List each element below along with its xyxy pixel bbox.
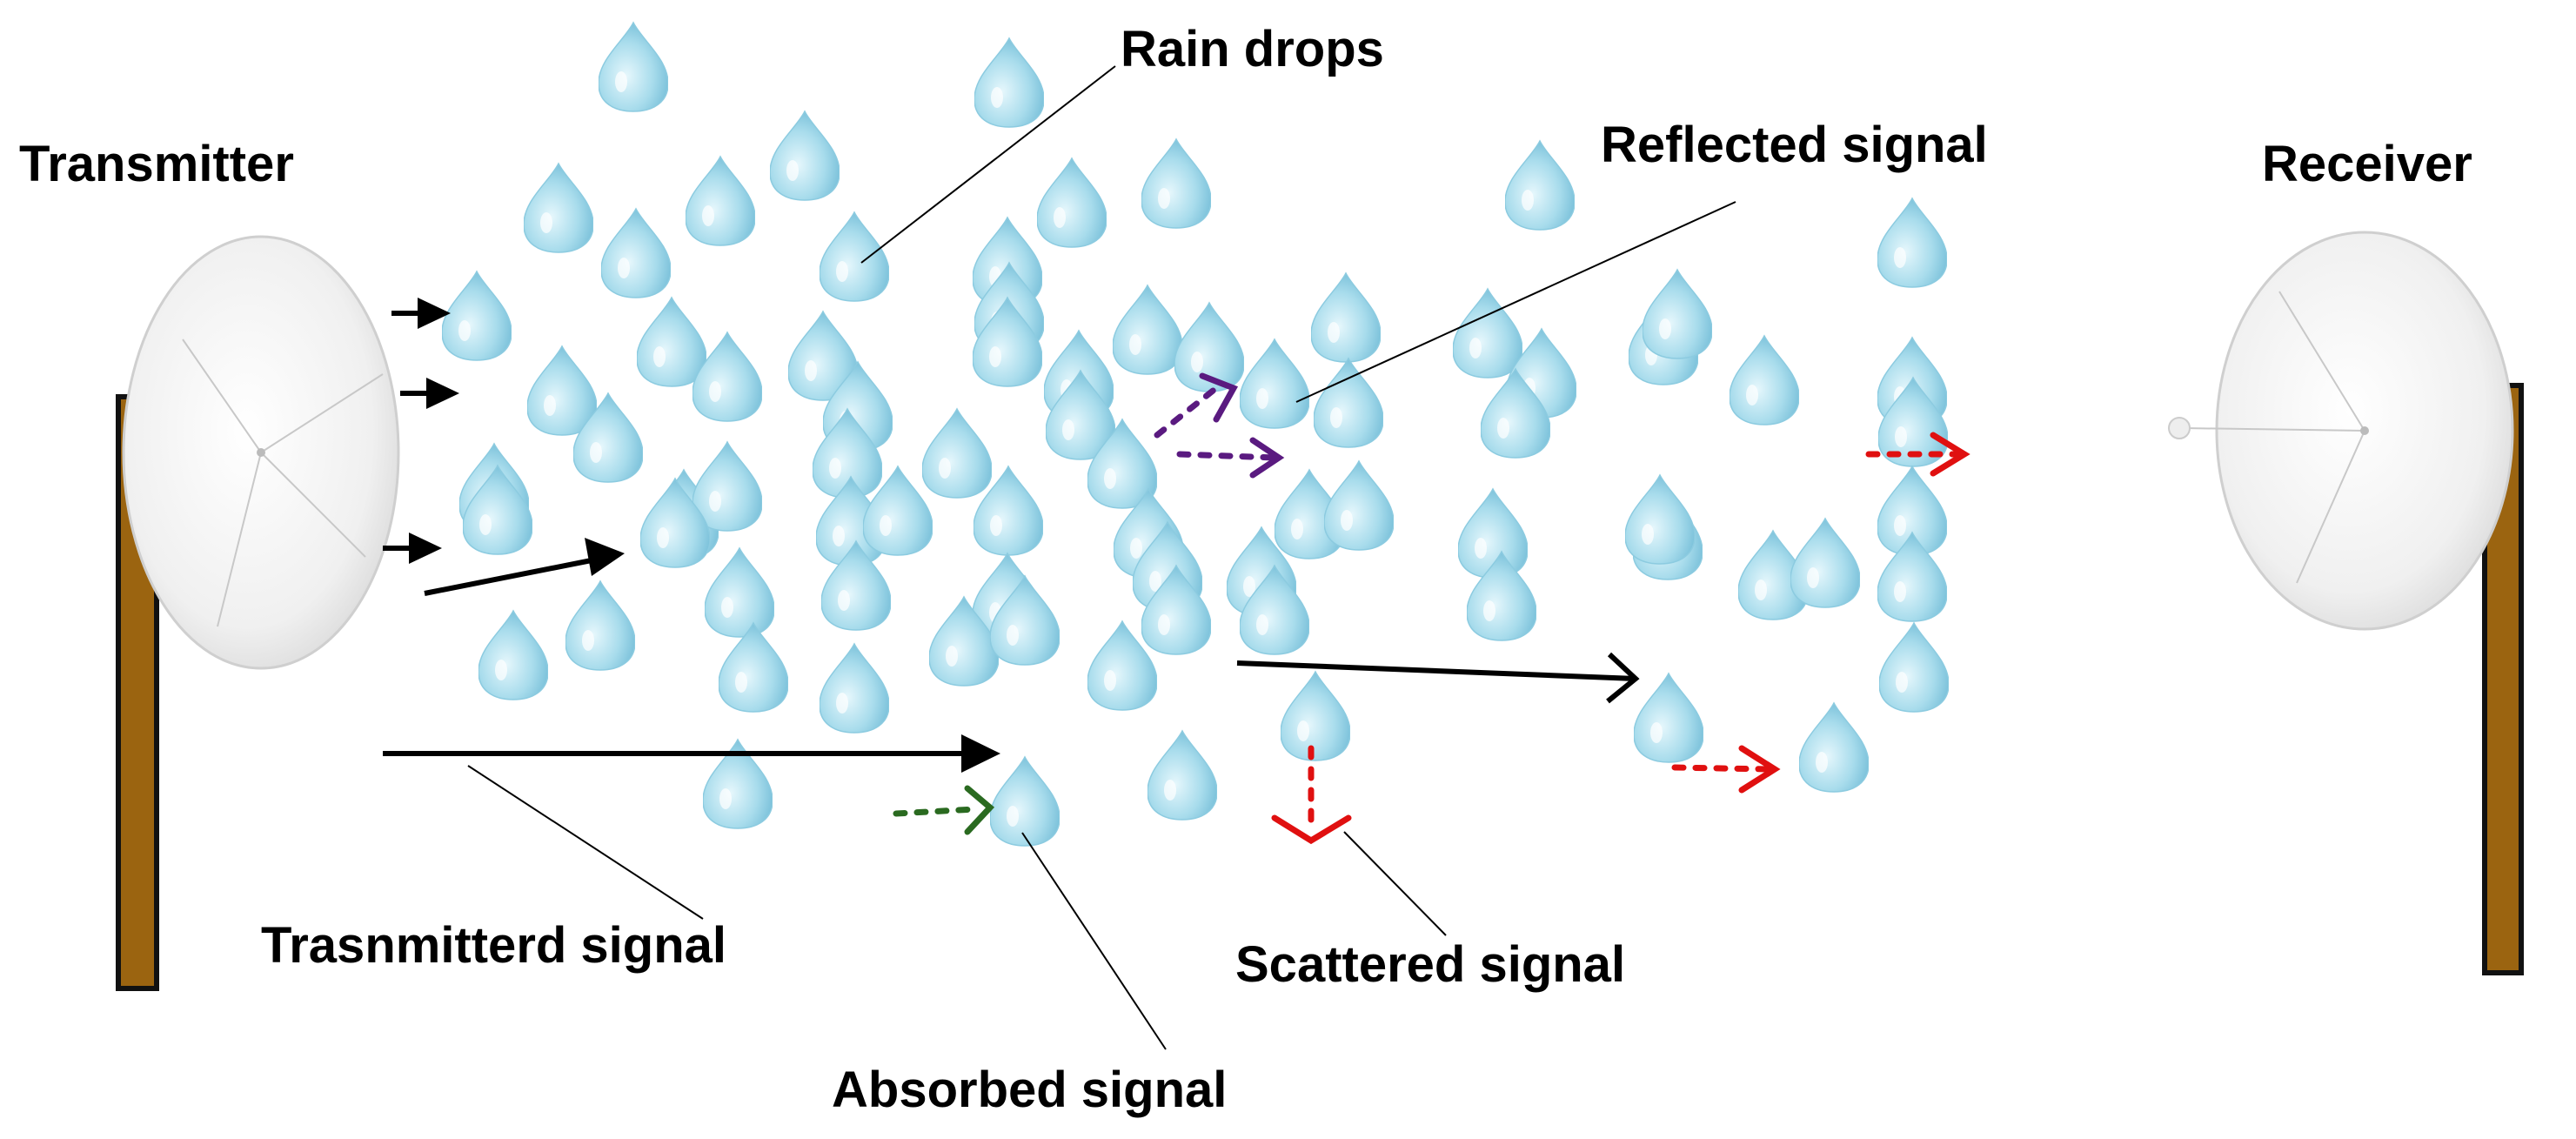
absorbed-arrow xyxy=(893,785,995,835)
raindrop-icon xyxy=(1625,474,1695,565)
raindrop-icon xyxy=(599,22,668,112)
slanted-arrow xyxy=(424,538,625,596)
short-arrow-3 xyxy=(383,533,442,564)
rain-drops-label: Rain drops xyxy=(1121,21,1384,77)
raindrop-icon xyxy=(1314,358,1383,448)
transmitter-dish-icon xyxy=(122,235,400,670)
raindrop-icon xyxy=(1240,338,1309,429)
leader-rain-drops xyxy=(860,65,1116,264)
short-arrow-1 xyxy=(391,298,451,329)
raindrop-icon xyxy=(1505,140,1575,231)
leader-lines xyxy=(467,65,1736,1050)
raindrop-icon xyxy=(1453,288,1522,379)
raindrop-icon xyxy=(442,271,512,361)
raindrop-icon xyxy=(1877,198,1947,288)
raindrop-icon xyxy=(601,208,671,298)
reflected-signal-label: Reflected signal xyxy=(1601,117,1988,173)
leader-transmitted xyxy=(467,765,704,920)
raindrop-icon xyxy=(1730,335,1799,425)
leader-scattered xyxy=(1343,831,1447,936)
receiver-dish-icon xyxy=(2168,231,2514,631)
scattered-arrows xyxy=(1271,432,1970,845)
raindrop-icon xyxy=(1141,138,1211,229)
absorbed-signal-label: Absorbed signal xyxy=(832,1062,1228,1118)
reflected-arrows xyxy=(1154,372,1285,479)
raindrop-icon xyxy=(974,37,1044,128)
raindrop-icon xyxy=(1311,272,1381,363)
raindrop-icon xyxy=(820,643,889,734)
raindrop-icon xyxy=(1281,671,1350,761)
raindrop-icon xyxy=(1324,460,1394,551)
raindrop-icon xyxy=(1799,702,1869,793)
raindrop-icon xyxy=(1113,285,1182,375)
transmitted-signal-label: Trasnmitterd signal xyxy=(261,917,727,974)
open-arrow xyxy=(1236,652,1640,704)
raindrop-icon xyxy=(705,547,774,638)
leader-reflected xyxy=(1295,201,1736,403)
raindrop-icon xyxy=(1879,622,1949,713)
raindrop-icon xyxy=(1790,518,1860,608)
long-arrow xyxy=(383,734,1000,773)
scattered-signal-label: Scattered signal xyxy=(1235,936,1626,993)
raindrop-icon xyxy=(1147,730,1217,821)
receiver xyxy=(2168,231,2524,975)
raindrop-icon xyxy=(990,756,1060,847)
leader-absorbed xyxy=(1021,832,1167,1050)
raindrop-icon xyxy=(524,163,593,253)
short-arrow-2 xyxy=(400,378,459,409)
raindrop-icon xyxy=(1643,269,1712,359)
receiver-label: Receiver xyxy=(2262,136,2472,192)
raindrop-icon xyxy=(637,297,706,387)
raindrop-icon xyxy=(922,408,992,499)
transmitted-arrows xyxy=(383,298,1640,773)
raindrop-icon xyxy=(478,610,548,700)
raindrop-icon xyxy=(820,211,889,302)
raindrop-icon xyxy=(770,111,840,201)
raindrop-icon xyxy=(686,156,755,246)
transmitter xyxy=(116,235,400,991)
transmitter-label: Transmitter xyxy=(19,136,294,192)
raindrop-icon xyxy=(1037,157,1107,248)
raindrop-icon xyxy=(565,580,635,671)
raindrop-icon xyxy=(1634,673,1703,763)
